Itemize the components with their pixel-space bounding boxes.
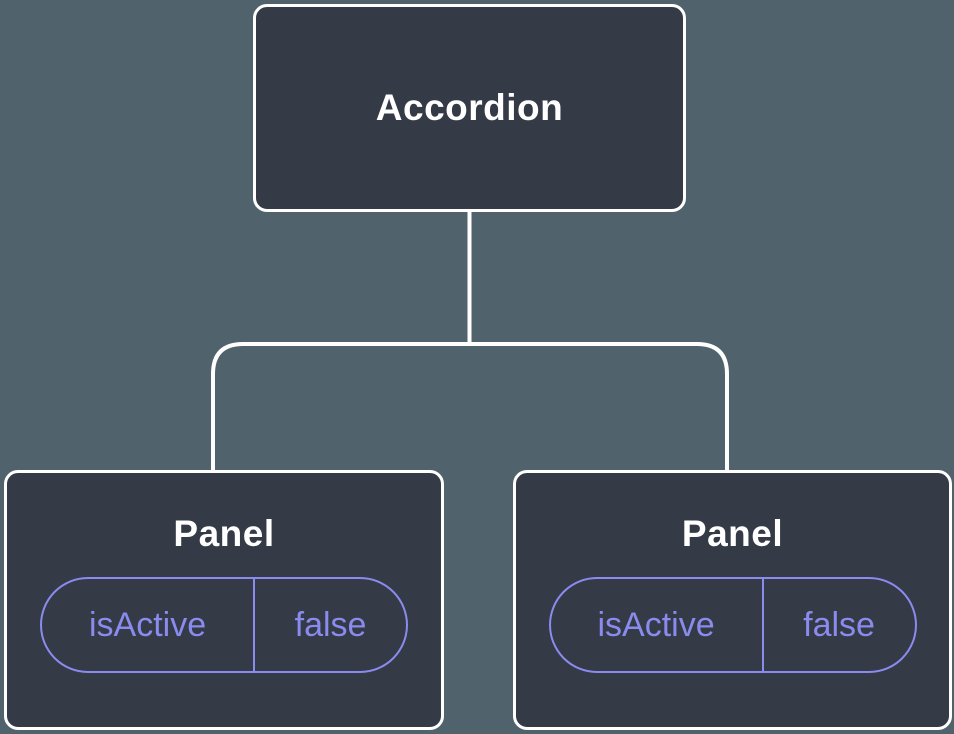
node-panel-left-label: Panel — [173, 513, 275, 554]
node-accordion: Accordion — [253, 4, 686, 212]
state-pill: isActive false — [548, 577, 917, 673]
connector-branch-bracket — [211, 342, 729, 470]
state-value-label: false — [294, 605, 367, 644]
node-panel-right-label: Panel — [681, 513, 784, 554]
state-key-label: isActive — [42, 579, 256, 671]
node-panel-left: Panel isActive false — [4, 470, 444, 730]
state-key-label: isActive — [551, 579, 764, 671]
node-panel-right: Panel isActive false — [513, 470, 952, 730]
state-pill: isActive false — [40, 577, 408, 673]
node-accordion-label: Accordion — [375, 87, 564, 128]
state-value-label: false — [803, 605, 875, 644]
